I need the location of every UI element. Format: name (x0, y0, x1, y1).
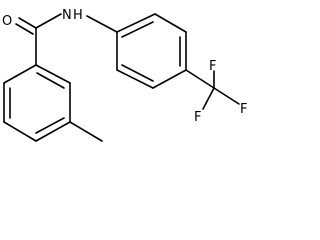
double-bond-inner (36, 72, 65, 89)
hydrogen-label: H (73, 8, 83, 23)
double-bond-inner (121, 64, 154, 82)
bond (35, 121, 71, 142)
carbonyl-to-nitrogen-bond (35, 13, 62, 29)
right-benzene-ring (116, 13, 187, 89)
bond (154, 13, 187, 33)
bond (116, 69, 154, 89)
nitrogen-label: N (62, 8, 72, 23)
bond (116, 13, 156, 33)
c-f-bond (202, 87, 215, 110)
c-f-bond (213, 87, 240, 105)
ring-to-cf3-bond (185, 69, 215, 89)
amide-group (15, 13, 118, 66)
bond (3, 121, 37, 142)
fluorine-label: F (194, 110, 201, 125)
nitrogen-to-ring-bond (86, 15, 118, 33)
fluorine-label: F (209, 59, 216, 74)
structure-diagram: O N H F F F (2, 8, 247, 142)
bond (35, 64, 71, 84)
fluorine-label: F (240, 102, 247, 117)
bond (152, 69, 187, 89)
double-bond-inner (121, 21, 154, 38)
left-benzene-ring (3, 64, 71, 142)
double-bond-inner (35, 117, 65, 134)
methyl-bond (69, 121, 103, 142)
bond (3, 64, 37, 84)
oxygen-label: O (2, 14, 12, 29)
trifluoromethyl-group (185, 69, 240, 110)
carbonyl-double-bond (15, 23, 34, 35)
carbonyl-double-bond (18, 17, 37, 29)
